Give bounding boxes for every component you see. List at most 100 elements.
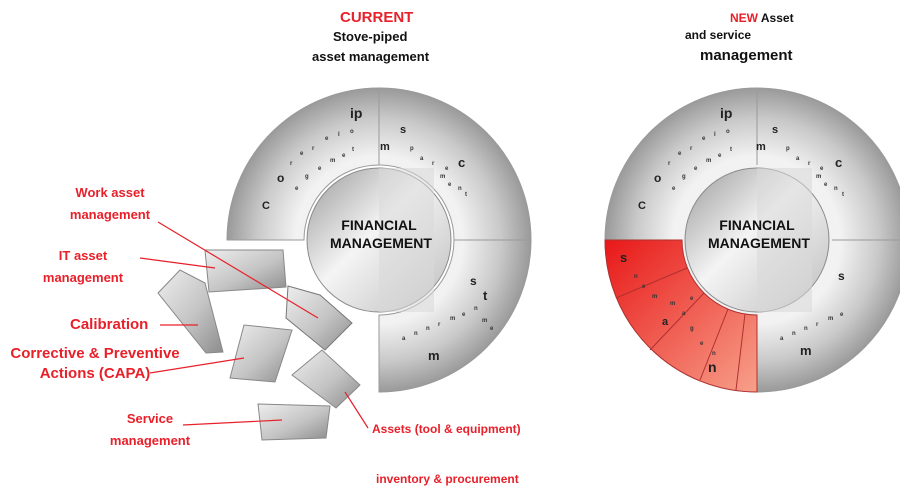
svg-text:e: e	[325, 136, 329, 142]
ring-letter-ip: ip	[350, 105, 362, 121]
svg-text:l: l	[338, 132, 340, 138]
current-center-line1: FINANCIAL	[341, 217, 417, 233]
new-title-red: NEW	[730, 11, 758, 25]
svg-text:e: e	[445, 166, 449, 172]
new-subtitle-2: management	[700, 47, 793, 64]
label-assets-tool: Assets (tool & equipment)	[372, 422, 521, 436]
svg-text:n: n	[634, 274, 638, 280]
pointer-lines	[139, 221, 369, 429]
ring-letter-n-red: n	[708, 359, 717, 375]
piece-calibration	[157, 269, 224, 354]
ring-letter-m2: m	[428, 348, 440, 363]
current-subtitle-1: Stove-piped	[333, 29, 408, 44]
svg-text:m: m	[440, 174, 445, 180]
svg-text:a: a	[682, 311, 686, 317]
svg-text:t: t	[465, 192, 467, 198]
current-center-label: FINANCIAL MANAGEMENT	[330, 216, 432, 252]
svg-text:r: r	[808, 161, 811, 167]
svg-text:n: n	[792, 331, 796, 337]
ring-letter-C: C	[262, 200, 270, 212]
label-capa-line1: Corrective & Preventive	[10, 345, 180, 362]
svg-text:e: e	[342, 153, 346, 159]
ring-letter-a-red: a	[662, 316, 669, 328]
highlight-quadrant	[604, 239, 758, 393]
svg-text:e: e	[490, 326, 494, 332]
svg-text:r: r	[438, 322, 441, 328]
svg-text:a: a	[402, 336, 406, 342]
svg-text:t: t	[842, 192, 844, 198]
svg-text:r: r	[290, 161, 293, 167]
ring-letter-C-new: C	[638, 200, 646, 212]
pointer-capa	[149, 357, 245, 374]
svg-text:e: e	[642, 284, 646, 290]
svg-text:n: n	[474, 306, 478, 312]
svg-text:e: e	[702, 136, 706, 142]
svg-text:e: e	[718, 153, 722, 159]
new-center-line2: MANAGEMENT	[708, 235, 810, 251]
scattered-pieces	[157, 249, 361, 441]
ring-letter-s2-new: s	[838, 269, 845, 283]
pointer-work-asset	[157, 221, 319, 319]
ring-letter-m: m	[380, 141, 390, 153]
pointer-service	[182, 419, 283, 426]
svg-text:g: g	[690, 326, 694, 332]
svg-text:l: l	[714, 132, 716, 138]
new-title: NEW Asset	[730, 11, 794, 25]
svg-text:e: e	[318, 166, 322, 172]
piece-capa	[229, 324, 293, 383]
piece-work-asset	[285, 285, 353, 351]
ring-letter-o: o	[277, 171, 284, 185]
current-ring	[226, 87, 532, 393]
ring-letter-s2: s	[470, 274, 477, 288]
svg-text:e: e	[824, 182, 828, 188]
new-center-line1: FINANCIAL	[719, 217, 795, 233]
ring-letter-s: s	[400, 124, 406, 136]
piece-assets	[291, 349, 361, 409]
svg-text:m: m	[450, 316, 455, 322]
svg-text:e: e	[820, 166, 824, 172]
svg-text:g: g	[305, 174, 309, 180]
ring-letter-o-new: o	[654, 171, 661, 185]
svg-text:e: e	[462, 312, 466, 318]
svg-text:r: r	[432, 161, 435, 167]
svg-text:r: r	[668, 161, 671, 167]
svg-text:e: e	[840, 312, 844, 318]
svg-text:r: r	[690, 146, 693, 152]
svg-text:m: m	[816, 174, 821, 180]
svg-text:m: m	[670, 301, 675, 307]
new-center-label: FINANCIAL MANAGEMENT	[708, 216, 810, 252]
ring-letter-t: t	[483, 288, 488, 303]
svg-text:n: n	[804, 326, 808, 332]
svg-text:n: n	[426, 326, 430, 332]
label-calibration: Calibration	[70, 316, 149, 333]
ring-letter-s-new: s	[772, 124, 778, 136]
svg-text:r: r	[312, 146, 315, 152]
piece-it-asset	[204, 249, 287, 293]
pointer-assets	[344, 391, 369, 429]
svg-text:n: n	[458, 186, 462, 192]
svg-text:e: e	[672, 186, 676, 192]
label-it-asset: IT asset management	[42, 248, 124, 285]
svg-text:e: e	[690, 296, 694, 302]
svg-text:n: n	[712, 351, 716, 357]
svg-text:g: g	[682, 174, 686, 180]
svg-text:m: m	[652, 294, 657, 300]
svg-text:m: m	[482, 318, 487, 324]
label-inventory: inventory & procurement	[376, 472, 519, 486]
svg-text:n: n	[834, 186, 838, 192]
svg-text:o: o	[350, 129, 354, 135]
ring-letter-c-new: c	[835, 155, 842, 170]
ring-letter-ip-new: ip	[720, 105, 732, 121]
svg-text:e: e	[300, 151, 304, 157]
svg-text:e: e	[700, 341, 704, 347]
svg-text:e: e	[678, 151, 682, 157]
label-work-asset: Work asset management	[69, 185, 151, 222]
svg-text:a: a	[420, 156, 424, 162]
svg-text:a: a	[780, 336, 784, 342]
svg-text:m: m	[706, 158, 711, 164]
svg-text:o: o	[726, 129, 730, 135]
pointer-it-asset	[139, 257, 216, 269]
